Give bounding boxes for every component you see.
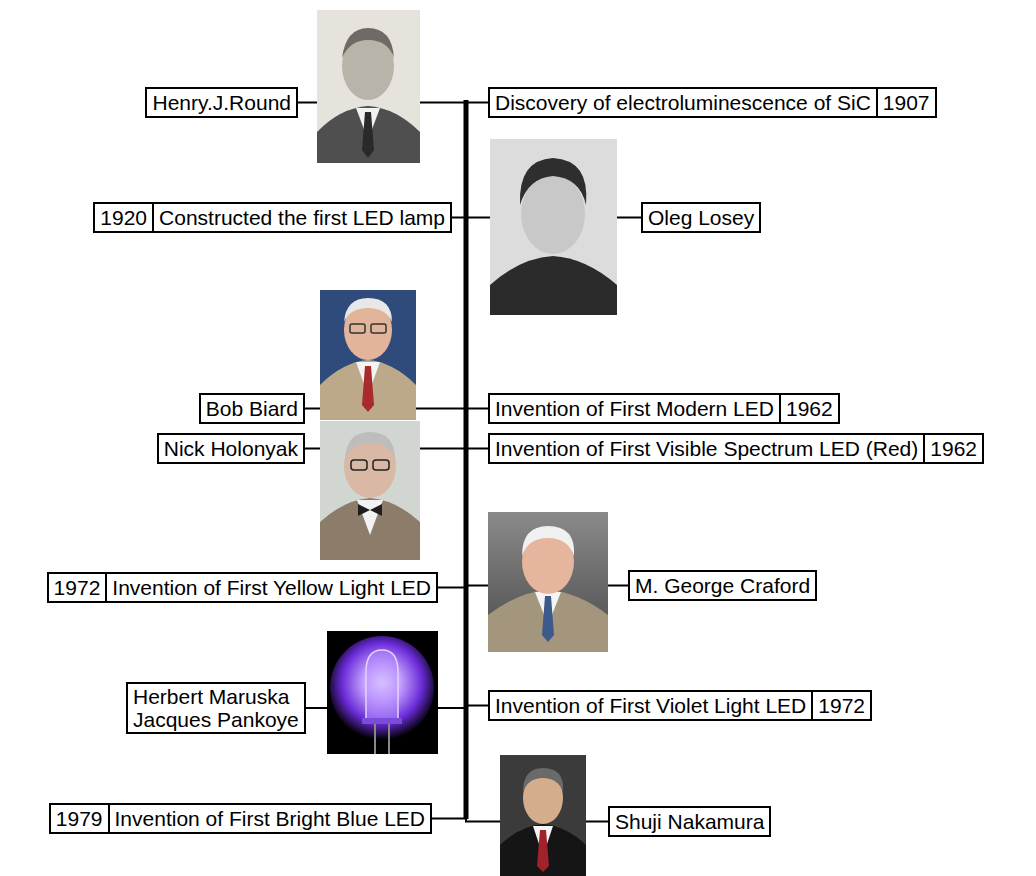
hair	[520, 158, 586, 205]
shirt	[357, 500, 383, 535]
photo-ground	[327, 631, 438, 754]
year-box: 1972	[811, 690, 872, 721]
name-box: Nick Holonyak	[157, 433, 305, 464]
year-box: 1907	[876, 87, 937, 118]
tie	[362, 366, 374, 412]
led-bulb	[366, 650, 398, 720]
box-text: 1972	[818, 693, 865, 718]
suit	[320, 498, 420, 560]
biard-portrait	[320, 290, 416, 420]
event-box: Invention of First Bright Blue LED	[108, 803, 432, 834]
name-box: Herbert Maruska Jacques Pankoye	[126, 682, 306, 734]
box-text: Discovery of electroluminescence of SiC	[495, 90, 871, 115]
bow-tie	[358, 504, 382, 516]
round-portrait	[317, 10, 420, 163]
nakamura-portrait	[500, 755, 586, 876]
tie	[537, 830, 549, 872]
box-text: 1907	[883, 90, 930, 115]
suit	[500, 824, 586, 876]
box-text: 1920	[100, 205, 147, 230]
photo-ground	[500, 755, 586, 876]
box-text: 1962	[930, 436, 977, 461]
tie	[362, 112, 374, 158]
glasses	[373, 460, 389, 470]
event-box: Invention of First Yellow Light LED	[105, 572, 438, 603]
name-box: Henry.J.Round	[145, 87, 298, 118]
photo-ground	[320, 421, 420, 560]
year-box: 1979	[49, 803, 110, 834]
photo-ground	[317, 10, 420, 163]
name-box: Shuji Nakamura	[608, 806, 771, 837]
box-text: Bob Biard	[206, 396, 298, 421]
face	[521, 174, 585, 254]
led-rim	[362, 718, 402, 724]
event-box: Invention of First Modern LED	[488, 393, 781, 424]
hair	[522, 526, 574, 556]
jacket	[490, 256, 617, 315]
tie	[542, 596, 554, 642]
led-leg	[374, 724, 376, 754]
box-text: Invention of First Violet Light LED	[495, 693, 806, 718]
box-text: 1962	[786, 396, 833, 421]
year-box: 1962	[923, 433, 984, 464]
losey-portrait	[490, 139, 617, 315]
photo-ground	[488, 512, 608, 652]
box-text: Invention of First Modern LED	[495, 396, 774, 421]
hair	[345, 432, 395, 458]
box-text: Invention of First Yellow Light LED	[112, 575, 431, 600]
glasses	[351, 460, 367, 470]
hair	[342, 28, 394, 58]
hair	[523, 768, 563, 792]
event-box: Invention of First Violet Light LED	[488, 690, 813, 721]
box-text: Oleg Losey	[648, 205, 754, 230]
led-glow	[330, 636, 434, 740]
event-box: Discovery of electroluminescence of SiC	[488, 87, 878, 118]
led-leg	[388, 724, 390, 754]
box-text: Invention of First Bright Blue LED	[115, 806, 425, 831]
craford-portrait	[488, 512, 608, 652]
box-text: 1979	[56, 806, 103, 831]
timeline-spine	[464, 100, 469, 819]
box-text: Nick Holonyak	[164, 436, 298, 461]
box-text: Shuji Nakamura	[615, 809, 764, 834]
hair	[344, 298, 392, 322]
suit	[317, 106, 420, 163]
holonyak-portrait	[320, 421, 420, 560]
box-text: Constructed the first LED lamp	[159, 205, 445, 230]
violet-led-photo	[327, 631, 438, 754]
year-box: 1962	[779, 393, 840, 424]
box-text: Herbert Maruska Jacques Pankoye	[133, 685, 299, 731]
suit	[320, 360, 416, 420]
photo-ground	[490, 139, 617, 315]
year-box: 1972	[47, 572, 108, 603]
photo-ground	[320, 290, 416, 420]
box-text: M. George Craford	[635, 573, 810, 598]
name-box: Bob Biard	[199, 393, 305, 424]
name-box: Oleg Losey	[641, 202, 761, 233]
name-box: M. George Craford	[628, 570, 817, 601]
suit	[488, 590, 608, 652]
box-text: 1972	[54, 575, 101, 600]
event-box: Invention of First Visible Spectrum LED …	[488, 433, 925, 464]
glasses	[350, 324, 365, 333]
box-text: Invention of First Visible Spectrum LED …	[495, 436, 918, 461]
glasses	[371, 324, 386, 333]
box-text: Henry.J.Round	[152, 90, 291, 115]
event-box: Constructed the first LED lamp	[152, 202, 452, 233]
year-box: 1920	[93, 202, 154, 233]
